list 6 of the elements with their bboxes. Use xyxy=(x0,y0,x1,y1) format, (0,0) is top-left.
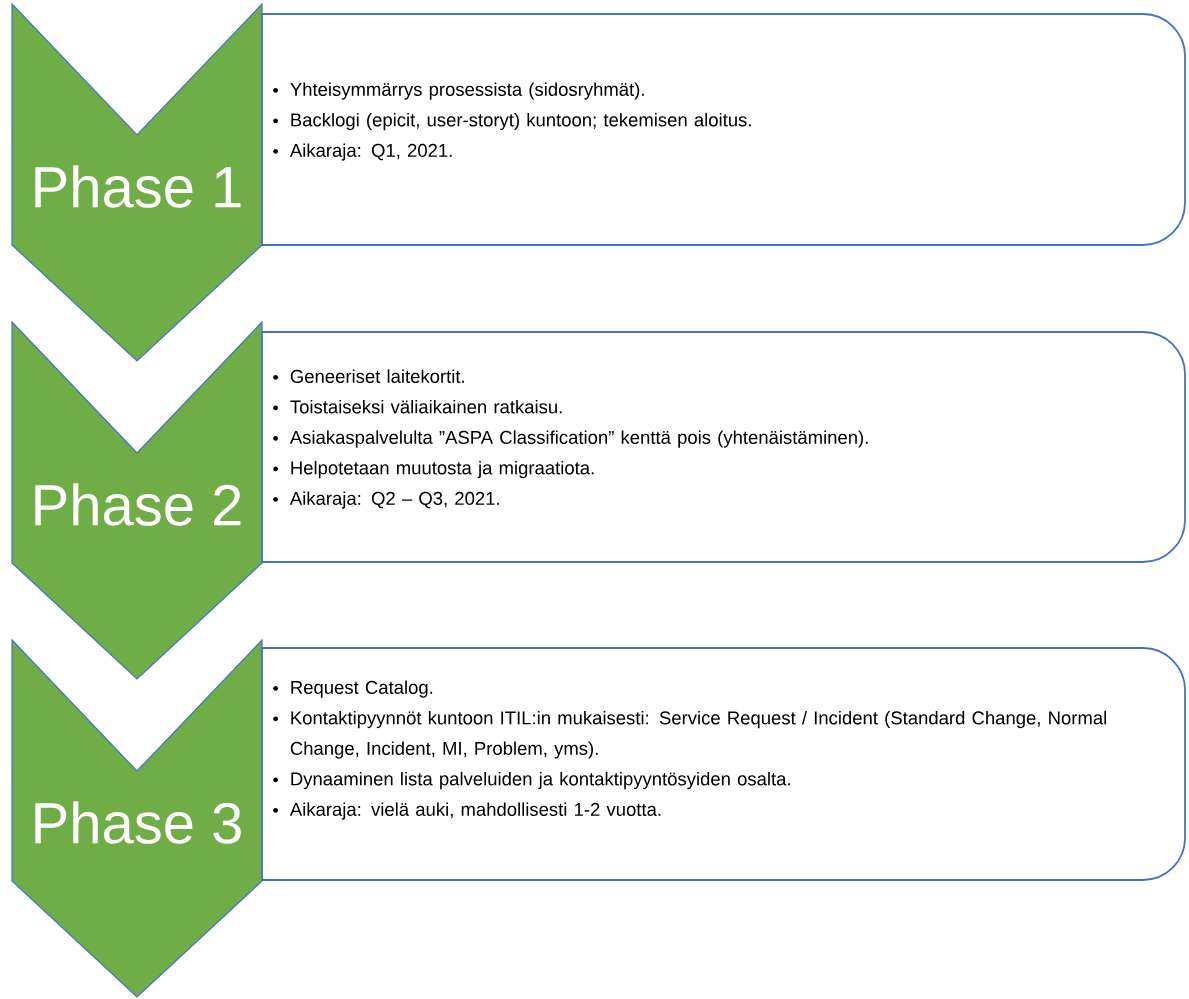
text-box: Request Catalog. Kontaktipyynnöt kuntoon ITIL:in mukaisesti: Service Request / Incident (Standard Change, Normal Change, Incident, MI, Problem, yms). Dynaaminen lista palveluiden ja kontaktipyyntösyiden osalta. Aikaraja: vielä auki, mahdollisesti 1-2 vuotta. xyxy=(261,647,1186,881)
phase-banner: Phase 2 xyxy=(11,320,263,680)
phase-banner: Phase 3 xyxy=(11,638,263,998)
text-box: Geneeriset laitekortit. Toistaiseksi väliaikainen ratkaisu. Asiakaspalvelulta ”ASPA Classification” kenttä pois (yhtenäistäminen). Helpotetaan muutosta ja migraatiota. Aikaraja: Q2 – Q3, 2021. xyxy=(261,331,1186,563)
text-box: Yhteisymmärrys prosessista (sidosryhmät). Backlogi (epicit, user-storyt) kuntoon; tekemisen aloitus. Aikaraja: Q1, 2021. xyxy=(261,13,1186,246)
phase-banner: Phase 1 xyxy=(11,2,263,362)
